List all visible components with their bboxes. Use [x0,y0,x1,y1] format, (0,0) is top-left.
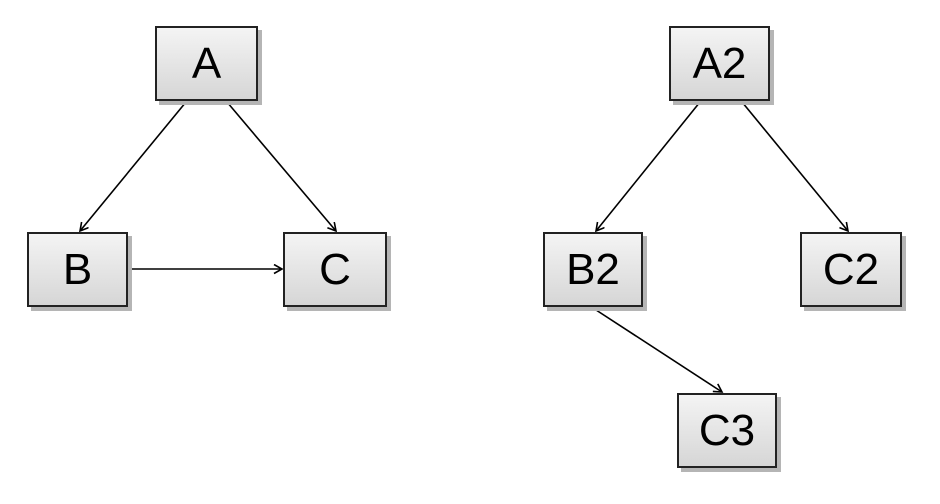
node-B2: B2 [543,232,643,307]
node-A: A [155,26,258,101]
edge-A2-B2 [596,101,701,231]
node-C: C [283,232,387,307]
edge-A-B [80,101,187,231]
edge-A-C [226,101,336,231]
node-label: B2 [566,244,620,294]
node-label: A [191,38,222,88]
node-label: B [62,244,93,294]
node-C2: C2 [800,232,902,307]
node-label: A2 [692,38,747,88]
edge-B2-C3 [592,307,722,392]
node-label: C2 [822,244,880,294]
node-C3: C3 [677,393,777,468]
edges-group [80,101,848,392]
node-B: B [27,232,128,307]
edge-A2-C2 [741,101,848,231]
node-label: C [319,244,351,294]
node-label: C3 [698,405,756,455]
node-A2: A2 [669,26,770,101]
